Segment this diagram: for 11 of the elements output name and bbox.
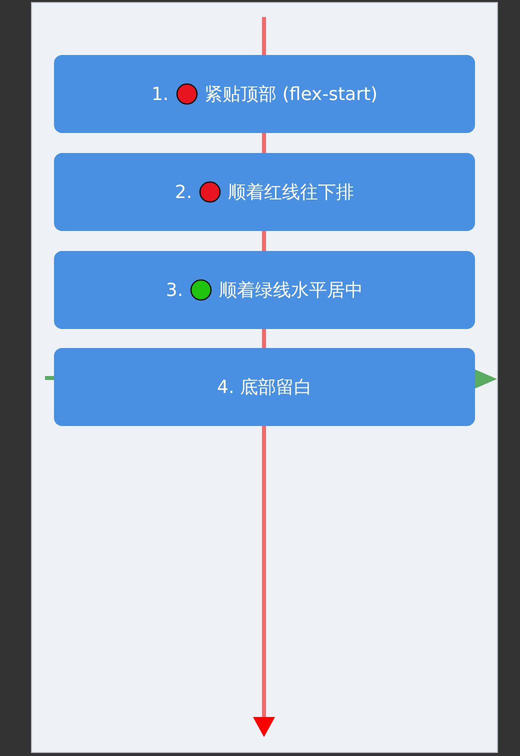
flex-item-box [54,153,475,231]
item-label: 4. 底部留白 [217,376,312,399]
item-label: 顺着绿线水平居中 [219,279,364,302]
flex-item-box [54,55,475,133]
flex-item-box [54,251,475,329]
item-label: 2. [174,182,192,202]
item-label: 顺着红线往下排 [228,181,354,204]
flex-item-box [54,348,475,426]
item-label: 紧贴顶部 (flex-start) [204,83,378,106]
item-label: 1. [151,84,169,104]
item-label: 3. [166,280,184,300]
